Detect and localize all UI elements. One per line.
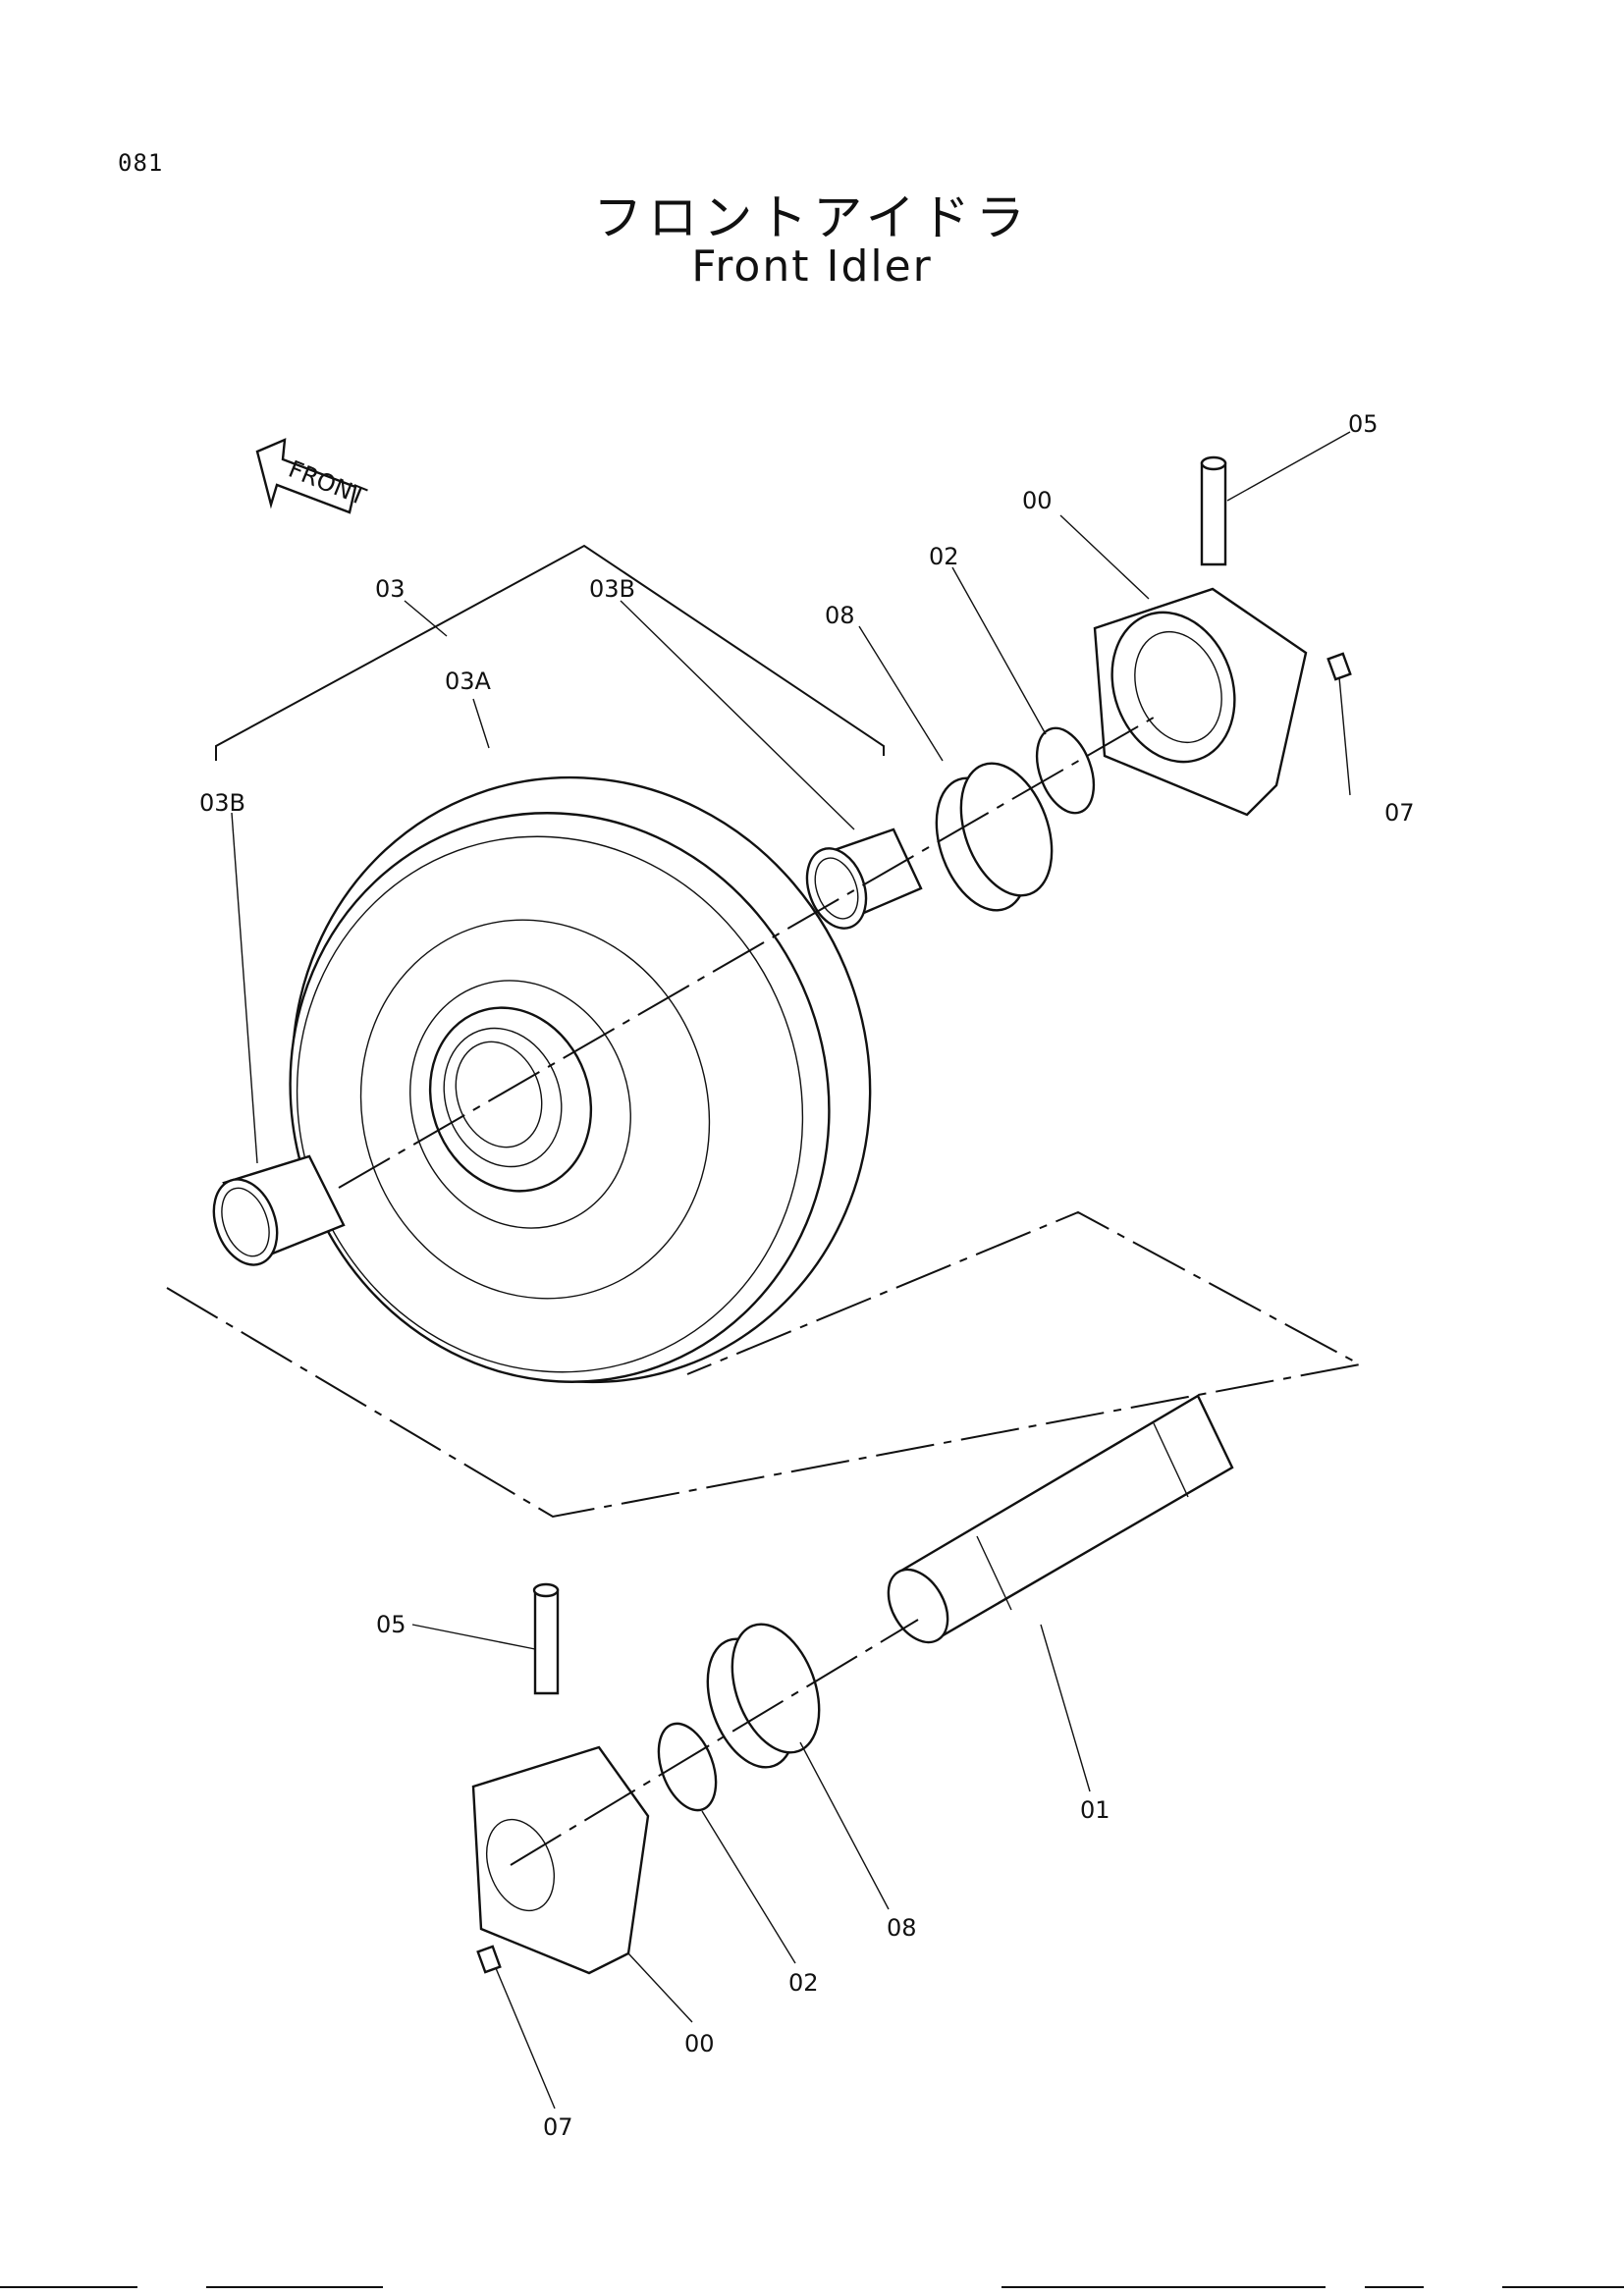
callout-03a: 03A [445, 667, 492, 695]
leader-lines [231, 431, 1351, 2109]
callout-01: 01 [1080, 1796, 1110, 1824]
callout-03b-top: 03B [589, 575, 635, 603]
title-japanese: フロントアイドラ [593, 189, 1031, 246]
bracket-housing-top [1093, 587, 1308, 817]
seal-bottom [706, 1623, 821, 1769]
callout-08-top: 08 [825, 602, 855, 629]
pin-bottom [532, 1582, 560, 1695]
shaft [887, 1394, 1234, 1644]
callout-02-top: 02 [929, 543, 959, 570]
seal-top [935, 762, 1054, 912]
callout-03b-left: 03B [199, 789, 245, 817]
set-screw-right [1326, 652, 1352, 681]
callout-07-bottom: 07 [543, 2113, 573, 2141]
centerline-upper [338, 714, 1160, 1189]
title-english: Front Idler [691, 241, 933, 292]
centerline-lower [510, 1619, 919, 1866]
callout-05-top: 05 [1348, 410, 1379, 438]
assembly-bracket-lower [166, 1210, 1363, 1519]
o-ring-bottom [657, 1722, 718, 1812]
front-arrow-icon: FRONT [255, 438, 370, 514]
callout-08-bottom: 08 [887, 1914, 917, 1942]
callout-07-right: 07 [1384, 799, 1415, 827]
bracket-housing-bottom [471, 1745, 650, 1975]
idler-wheel [289, 775, 872, 1384]
assembly-bracket-top [215, 544, 885, 761]
callout-05-bottom: 05 [376, 1611, 406, 1638]
page-number: 081 [118, 149, 164, 177]
bushing-left [212, 1154, 346, 1266]
callout-02-bottom: 02 [788, 1969, 819, 1997]
callout-03: 03 [375, 575, 406, 603]
o-ring-top [1035, 726, 1096, 815]
callout-00-top: 00 [1022, 487, 1053, 514]
pin-top [1200, 455, 1227, 566]
set-screw-bottom [476, 1945, 502, 1974]
callout-00-bottom: 00 [684, 2030, 715, 2057]
